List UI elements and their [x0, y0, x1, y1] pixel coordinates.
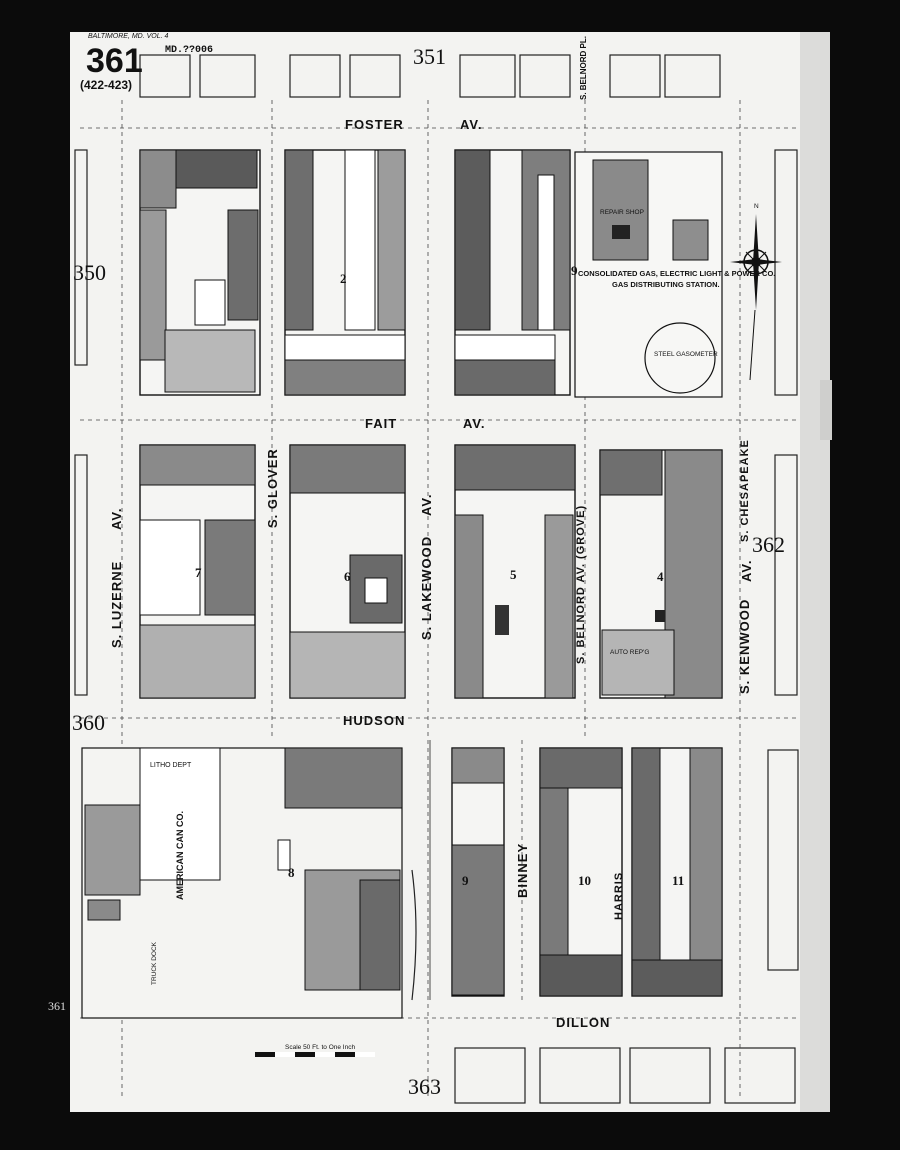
adjacent-sheet-right: 362	[752, 532, 785, 557]
block-5	[454, 444, 576, 699]
street-belnord-top: S. BELNORD PL.	[579, 35, 588, 100]
truck-dock-label: TRUCK DOCK	[151, 942, 158, 985]
block-4	[599, 449, 723, 699]
street-harris: HARRIS	[613, 871, 625, 920]
sheet-sub-range: (422-423)	[80, 78, 133, 92]
adjacent-sheet-edge-tab: 361	[48, 999, 66, 1013]
street-fait: FAIT	[365, 416, 398, 431]
adjacent-sheet-left-lower: 360	[72, 710, 105, 735]
sheet-right-margin	[800, 32, 830, 1112]
street-chesapeake: S. CHESAPEAKE	[739, 439, 751, 542]
block-number: 11	[672, 873, 685, 888]
block-number: 8	[288, 865, 295, 880]
rail-spur	[411, 869, 417, 1001]
block-6	[289, 444, 406, 699]
sheet-number: 361	[86, 42, 143, 80]
block-number: 5	[510, 567, 517, 582]
street-belnord: S. BELNORD AV. (GROVE)	[575, 504, 587, 664]
american-can-co-label: AMERICAN CAN CO.	[175, 811, 185, 900]
block-2	[284, 149, 406, 396]
gasometer-circle	[644, 322, 716, 394]
litho-dept-label: LITHO DEPT	[150, 762, 192, 769]
block-number: 9	[462, 873, 469, 888]
block-9-bottom	[451, 747, 505, 997]
block-number: 6	[344, 569, 351, 584]
street-lakewood: S. LAKEWOOD	[419, 535, 434, 640]
block-number: 4	[657, 569, 664, 584]
scale-label: Scale 50 Ft. to One Inch	[285, 1044, 356, 1051]
gas-station-name: GAS DISTRIBUTING STATION.	[612, 280, 720, 289]
compass-rose	[730, 214, 782, 310]
adjacent-strips	[74, 54, 799, 1104]
block-number: 9	[571, 263, 578, 278]
street-foster-av: AV.	[460, 117, 483, 132]
compass-pointer-line	[749, 309, 756, 381]
paper-tear	[820, 380, 832, 440]
street-foster: FOSTER	[345, 117, 404, 132]
block-number: 10	[578, 873, 591, 888]
street-binney: BINNEY	[515, 842, 530, 898]
block-7	[139, 444, 256, 699]
block-10	[539, 747, 623, 997]
street-glover: S. GLOVER	[265, 448, 280, 528]
gas-company-name: CONSOLIDATED GAS, ELECTRIC LIGHT & POWER…	[578, 269, 776, 278]
sheet-id-stamp: MD.??006	[165, 45, 214, 56]
compass-north-label: N	[754, 203, 759, 210]
repair-shop-label: REPAIR SHOP	[600, 209, 644, 216]
street-fait-av: AV.	[463, 416, 486, 431]
street-kenwood: S. KENWOOD	[737, 598, 752, 694]
gas-station-lot	[574, 151, 723, 398]
adjacent-sheet-left-upper: 350	[73, 260, 106, 285]
block-top-left	[139, 149, 261, 396]
street-luzerne-av: AV.	[109, 507, 124, 530]
street-lakewood-av: AV.	[419, 493, 434, 516]
adjacent-sheet-top: 351	[413, 44, 446, 69]
american-can-co-lot	[81, 747, 403, 1019]
block-number: 2	[340, 271, 347, 286]
block-number: 7	[195, 565, 202, 580]
sheet-volume-note: BALTIMORE, MD. VOL. 4	[88, 33, 169, 40]
scale-bar	[255, 1052, 375, 1057]
adjacent-sheet-bottom: 363	[408, 1074, 441, 1099]
street-hudson: HUDSON	[343, 713, 406, 728]
auto-repair-label: AUTO REP'G	[610, 649, 650, 656]
street-luzerne: S. LUZERNE	[109, 560, 124, 648]
street-kenwood-av: AV.	[739, 559, 754, 582]
gasometer-label: STEEL GASOMETER	[654, 351, 718, 358]
block-11	[631, 747, 723, 997]
street-dillon: DILLON	[556, 1015, 611, 1030]
block-9-top	[454, 149, 571, 396]
